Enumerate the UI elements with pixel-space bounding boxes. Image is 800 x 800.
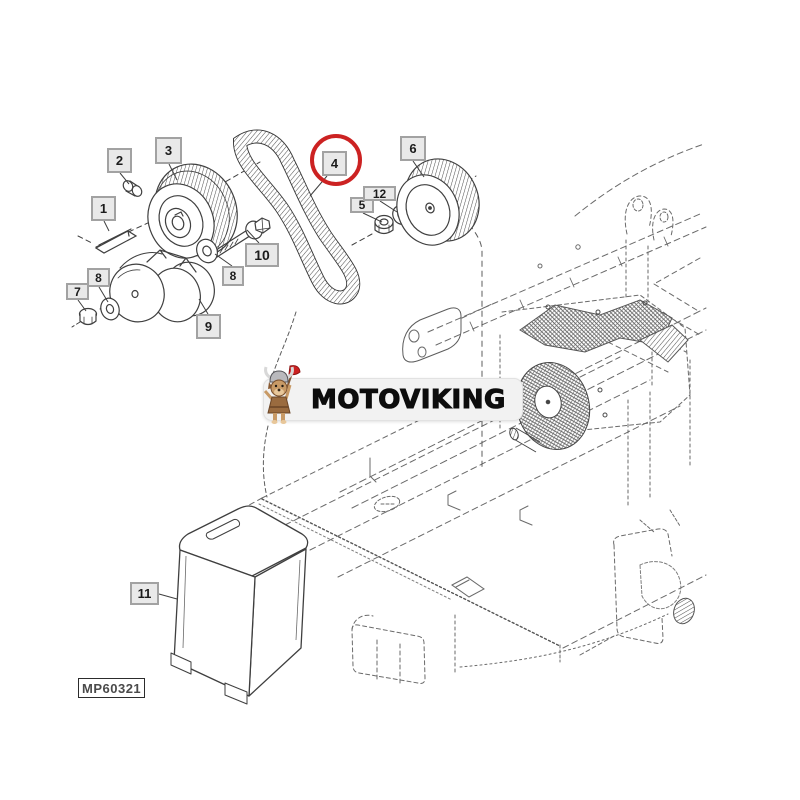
- callout-leader-lines: [77, 160, 425, 600]
- callout-box-1: 1: [91, 196, 116, 221]
- callout-box-8-right: 8: [222, 266, 244, 286]
- pulley-6-drawing: [396, 158, 480, 246]
- bolt-10-drawing: [211, 217, 271, 258]
- callout-box-7: 7: [66, 283, 89, 300]
- viking-dog-mascot-icon: [263, 365, 301, 424]
- brand-watermark-banner: MOTOVIKING: [263, 365, 523, 424]
- key-part: [94, 228, 138, 254]
- callout-box-9: 9: [196, 314, 221, 339]
- tensioner-9-drawing: [109, 249, 215, 323]
- callout-box-10: 10: [245, 243, 279, 267]
- washer-8b-drawing: [196, 238, 218, 264]
- belt-cover-11-drawing: [170, 505, 309, 705]
- brand-name-text: MOTOVIKING: [310, 384, 506, 415]
- callout-box-8-left: 8: [87, 268, 110, 287]
- figure-code-plate: MP60321: [78, 678, 146, 698]
- callout-box-4-highlighted: 4: [322, 151, 347, 176]
- callout-box-3: 3: [155, 137, 182, 164]
- pulley-3-drawing: [147, 163, 238, 259]
- callout-box-6: 6: [400, 136, 426, 161]
- set-screw-part: [122, 180, 143, 197]
- belt-4-drawing: [232, 129, 361, 305]
- callout-box-5: 5: [350, 197, 374, 213]
- callout-box-12: 12: [363, 186, 396, 201]
- callout-box-2: 2: [107, 148, 132, 173]
- callout-box-11: 11: [130, 582, 159, 605]
- engine-drawing: [454, 209, 689, 468]
- exploded-parts-drawing: [71, 129, 480, 498]
- nut-5-drawing: [374, 214, 394, 235]
- screw-7-drawing: [78, 307, 98, 326]
- washer-8a-drawing: [100, 297, 120, 321]
- highlight-circle: [310, 134, 362, 186]
